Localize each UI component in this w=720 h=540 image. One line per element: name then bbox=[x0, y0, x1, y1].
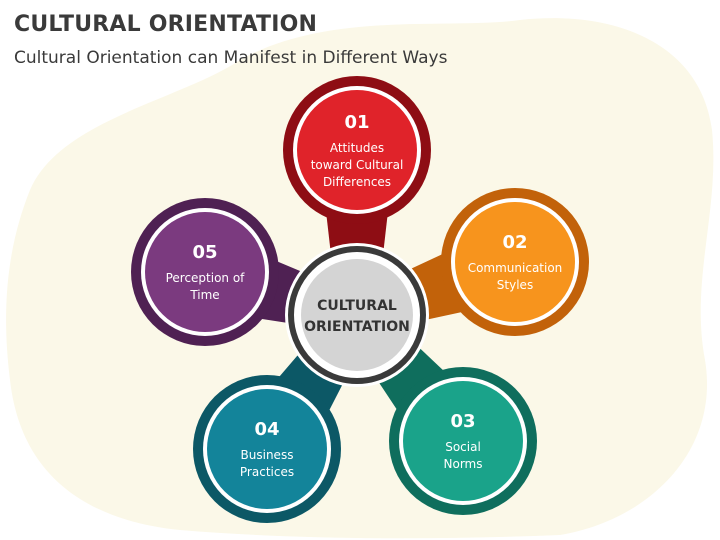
item-label-01-line1: Attitudes bbox=[330, 141, 384, 155]
item-label-02-line2: Styles bbox=[497, 278, 533, 292]
item-label-04-line2: Practices bbox=[240, 465, 294, 479]
item-number-03: 03 bbox=[450, 411, 475, 432]
center-label-line2: ORIENTATION bbox=[304, 319, 410, 335]
item-label-03-line1: Social bbox=[445, 440, 481, 454]
item-number-04: 04 bbox=[254, 419, 279, 440]
petal-circle-05 bbox=[145, 212, 265, 332]
item-label-02-line1: Communication bbox=[468, 261, 563, 275]
center-ring bbox=[288, 246, 426, 384]
petal-circle-02 bbox=[455, 202, 575, 322]
item-number-02: 02 bbox=[502, 232, 527, 253]
item-label-05-line2: Time bbox=[189, 288, 219, 302]
center-label-line1: CULTURAL bbox=[317, 298, 397, 314]
petal-circle-03 bbox=[403, 381, 523, 501]
center-circle bbox=[301, 259, 413, 371]
item-label-01-line2: toward Cultural bbox=[311, 158, 404, 172]
petal-circle-04 bbox=[207, 389, 327, 509]
item-label-03-line2: Norms bbox=[444, 457, 483, 471]
page-title: CULTURAL ORIENTATION bbox=[14, 12, 318, 37]
item-number-01: 01 bbox=[344, 112, 369, 133]
petal-circle-01 bbox=[297, 90, 417, 210]
item-label-05-line1: Perception of bbox=[166, 271, 246, 285]
item-number-05: 05 bbox=[192, 242, 217, 263]
item-label-04-line1: Business bbox=[241, 448, 294, 462]
item-label-01-line3: Differences bbox=[323, 175, 391, 189]
page-subtitle: Cultural Orientation can Manifest in Dif… bbox=[14, 48, 448, 68]
center-hub: CULTURAL ORIENTATION bbox=[285, 243, 429, 387]
